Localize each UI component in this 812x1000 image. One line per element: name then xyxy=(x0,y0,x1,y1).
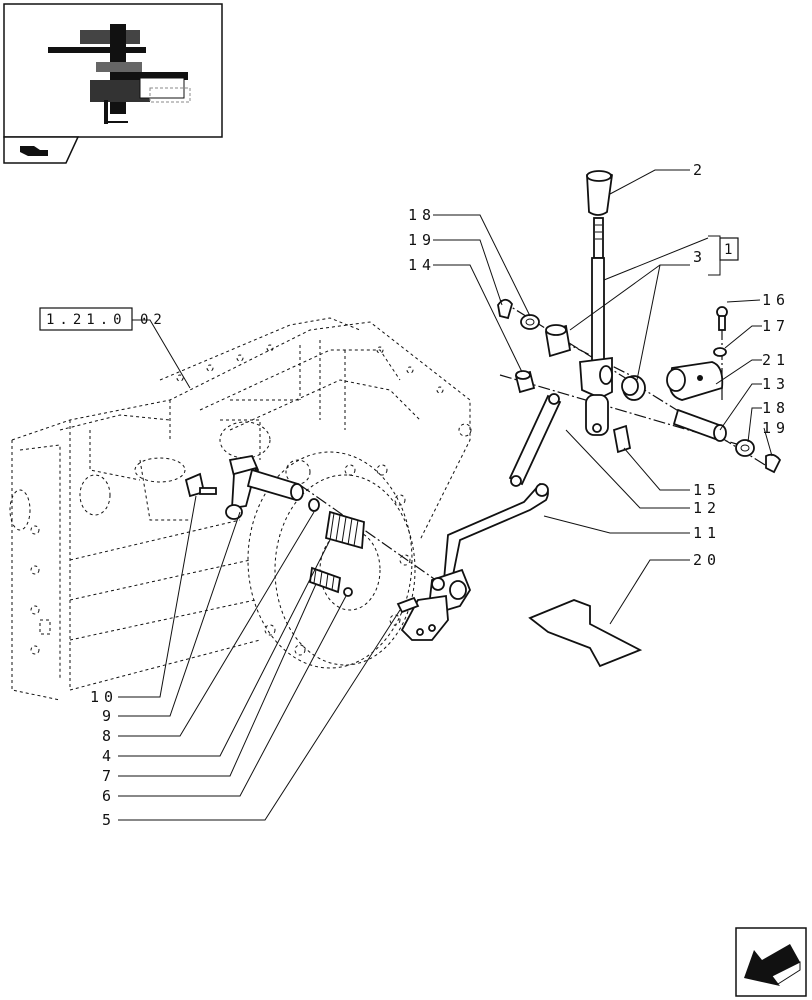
spring-4[interactable] xyxy=(324,510,365,550)
callout-3: 3 xyxy=(693,248,707,266)
group-box-1[interactable]: 1 xyxy=(719,237,739,261)
lever-bushing[interactable] xyxy=(544,324,572,358)
callout-labels: 2 3 18 19 14 16 17 21 13 18 19 15 12 11 … xyxy=(90,161,790,829)
callout-13: 13 xyxy=(762,375,790,393)
circlip-19-right[interactable] xyxy=(765,453,782,474)
gearbox-housing xyxy=(9,317,472,701)
selector-arm-9[interactable] xyxy=(225,454,304,520)
callout-8: 8 xyxy=(102,727,116,745)
previous-page-tab[interactable] xyxy=(3,136,80,164)
arrow-down-left-icon xyxy=(744,944,800,986)
next-page-button[interactable] xyxy=(735,927,807,997)
overview-thumbnail[interactable] xyxy=(3,3,223,138)
reference-box-1-21-0-02[interactable]: 1.21.0 02 xyxy=(39,307,167,331)
ball-6[interactable] xyxy=(343,587,353,597)
callout-7: 7 xyxy=(102,767,116,785)
washer-17[interactable] xyxy=(713,347,727,357)
pin-5[interactable] xyxy=(396,596,420,614)
bracket-20[interactable] xyxy=(528,599,643,668)
lever-arm-11[interactable] xyxy=(443,482,549,581)
washer-18-left[interactable] xyxy=(520,314,540,330)
link-rod-12[interactable] xyxy=(508,393,562,487)
svg-text:1: 1 xyxy=(724,242,737,258)
callout-17: 17 xyxy=(762,317,790,335)
lever-hub[interactable] xyxy=(400,568,472,641)
gear-lever[interactable] xyxy=(579,217,613,436)
callout-14: 14 xyxy=(408,256,436,274)
washer-18-right[interactable] xyxy=(735,439,755,457)
shaft-13[interactable] xyxy=(672,408,727,442)
leader-lines xyxy=(118,169,773,821)
callout-20: 20 xyxy=(693,551,721,569)
arrow-left-icon xyxy=(20,146,48,156)
svg-text:1.21.0 02: 1.21.0 02 xyxy=(46,312,167,328)
key-10[interactable] xyxy=(184,472,217,498)
callout-21: 21 xyxy=(762,351,790,369)
callout-10: 10 xyxy=(90,688,118,706)
callout-16: 16 xyxy=(762,291,790,309)
circlip-19-left[interactable] xyxy=(497,298,513,320)
gear-lever-knob[interactable] xyxy=(586,170,613,216)
callout-12: 12 xyxy=(693,499,721,517)
callout-11: 11 xyxy=(693,524,721,542)
lever-bushing-right[interactable] xyxy=(621,375,646,401)
callout-6: 6 xyxy=(102,787,116,805)
selector-housing-21[interactable] xyxy=(666,361,724,401)
bolt-16[interactable] xyxy=(716,306,728,331)
callout-5: 5 xyxy=(102,811,116,829)
callout-2: 2 xyxy=(693,161,707,179)
o-ring-8[interactable] xyxy=(308,498,320,512)
clip-15[interactable] xyxy=(612,424,632,454)
callout-19-right: 19 xyxy=(762,419,790,437)
callout-18-right: 18 xyxy=(762,399,790,417)
callout-19-left: 19 xyxy=(408,231,436,249)
pin-14[interactable] xyxy=(514,370,536,394)
callout-18-left: 18 xyxy=(408,206,436,224)
callout-15: 15 xyxy=(693,481,721,499)
callout-4: 4 xyxy=(102,747,116,765)
callout-9: 9 xyxy=(102,707,116,725)
